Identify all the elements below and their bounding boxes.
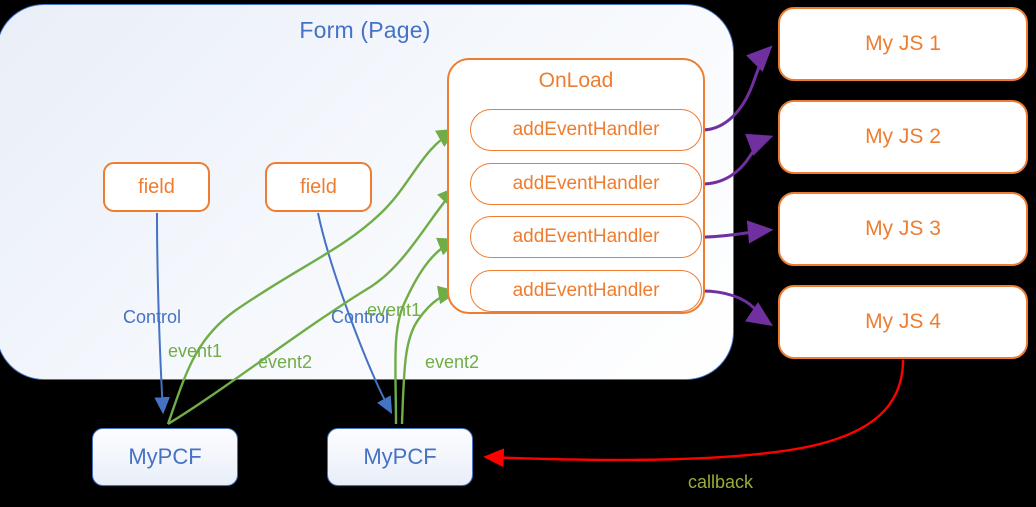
my-js-label: My JS 2 <box>865 125 941 148</box>
field-box-1[interactable]: field <box>103 162 210 212</box>
add-event-handler-label: addEventHandler <box>512 119 660 140</box>
my-js-box-3[interactable]: My JS 3 <box>778 192 1028 266</box>
my-js-box-2[interactable]: My JS 2 <box>778 100 1028 174</box>
add-event-handler-3[interactable]: addEventHandler <box>470 216 702 258</box>
add-event-handler-label: addEventHandler <box>512 280 660 301</box>
my-js-label: My JS 4 <box>865 310 941 333</box>
edge-label-callback: callback <box>688 472 754 492</box>
field-label: field <box>300 175 337 198</box>
add-event-handler-1[interactable]: addEventHandler <box>470 109 702 151</box>
my-js-box-1[interactable]: My JS 1 <box>778 7 1028 81</box>
mypcf-box-1[interactable]: MyPCF <box>92 428 238 486</box>
form-page-title: Form (Page) <box>299 17 431 43</box>
add-event-handler-label: addEventHandler <box>512 226 660 247</box>
mypcf-box-2[interactable]: MyPCF <box>327 428 473 486</box>
mypcf-label: MyPCF <box>128 444 202 469</box>
add-event-handler-2[interactable]: addEventHandler <box>470 163 702 205</box>
field-label: field <box>138 175 175 198</box>
add-event-handler-label: addEventHandler <box>512 173 660 194</box>
mypcf-label: MyPCF <box>363 444 437 469</box>
field-box-2[interactable]: field <box>265 162 372 212</box>
my-js-box-4[interactable]: My JS 4 <box>778 285 1028 359</box>
add-event-handler-4[interactable]: addEventHandler <box>470 270 702 312</box>
my-js-label: My JS 3 <box>865 217 941 240</box>
onload-title: OnLoad <box>538 69 614 92</box>
my-js-label: My JS 1 <box>865 32 941 55</box>
